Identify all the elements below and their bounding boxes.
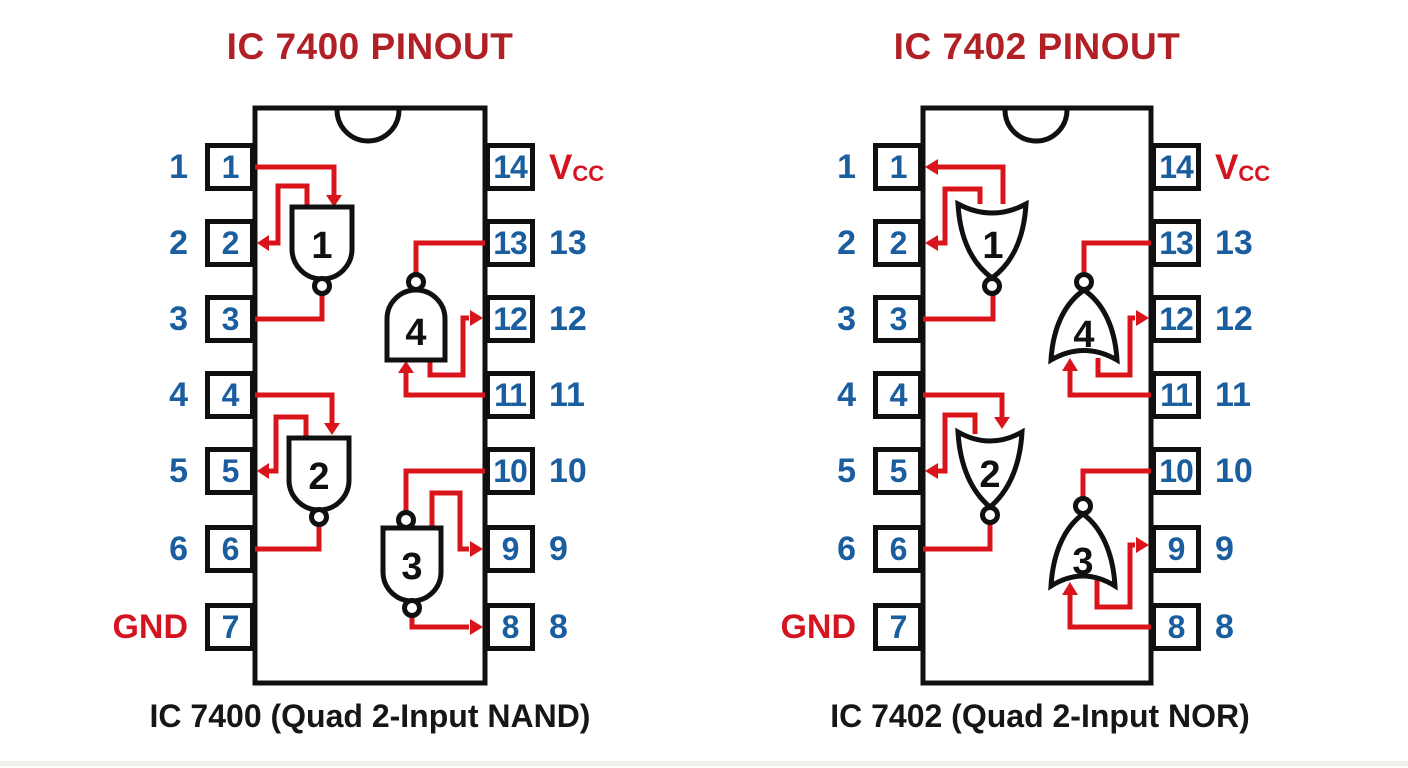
p7402-pin11-label: 11 xyxy=(1215,376,1251,414)
p7400-pin11-box: 11 xyxy=(485,371,535,419)
p7402-pin3-label: 3 xyxy=(837,300,856,338)
p7402-pin5-box: 5 xyxy=(873,447,923,495)
gate-number: 3 xyxy=(401,546,422,588)
p7400-pin4-box: 4 xyxy=(205,371,255,419)
p7400-pin2-box: 2 xyxy=(205,219,255,267)
vcc-main: V xyxy=(1215,147,1239,187)
bottom-artifact-line xyxy=(0,761,1408,766)
p7400-pin13-box: 13 xyxy=(485,219,535,267)
p7402-pin6-box: 6 xyxy=(873,525,923,573)
p7400-pin1-box: 1 xyxy=(205,143,255,191)
p7400-pin3-label: 3 xyxy=(169,300,188,338)
p7402-pin10-label: 10 xyxy=(1215,452,1253,490)
gate-number: 2 xyxy=(308,456,329,498)
p7402-pin13-label: 13 xyxy=(1215,224,1253,262)
p7400-pin9-box: 9 xyxy=(485,525,535,573)
p7402-pin6-label: 6 xyxy=(837,530,856,568)
ic-7400-title: IC 7400 PINOUT xyxy=(226,26,514,67)
p7400-pin5-box: 5 xyxy=(205,447,255,495)
p7402-pin2-box: 2 xyxy=(873,219,923,267)
gate-number: 1 xyxy=(311,225,332,267)
p7400-pin11-label: 11 xyxy=(549,376,585,414)
p7400-pin7-box: 7 xyxy=(205,603,255,651)
p7400-pin8-label: 8 xyxy=(549,608,568,646)
p7402-pin4-box: 4 xyxy=(873,371,923,419)
p7400-pin6-label: 6 xyxy=(169,530,188,568)
p7400-pin2-label: 2 xyxy=(169,224,188,262)
p7402-pin8-label: 8 xyxy=(1215,608,1234,646)
nor-gate-1: 1 xyxy=(955,199,1029,296)
nand-gate-3: 3 xyxy=(380,510,444,618)
p7400-pin6-box: 6 xyxy=(205,525,255,573)
p7400-pin13-label: 13 xyxy=(549,224,587,262)
p7402-pin14-box: 14 xyxy=(1151,143,1201,191)
p7402-pin12-label: 12 xyxy=(1215,300,1253,338)
nor-gate-2: 2 xyxy=(955,427,1025,525)
p7402-gnd-label: GND xyxy=(780,608,856,646)
gate-number: 3 xyxy=(1072,541,1093,583)
notch-icon xyxy=(1002,109,1070,144)
ic-7400-wires xyxy=(255,164,485,635)
p7402-pin4-label: 4 xyxy=(837,376,856,414)
nand-gate-1: 1 xyxy=(289,204,355,296)
gate-number: 4 xyxy=(1073,314,1094,356)
p7402-pin7-box: 7 xyxy=(873,603,923,651)
gate-number: 1 xyxy=(982,225,1003,267)
p7402-pin1-label: 1 xyxy=(837,148,856,186)
ic-7400-caption: IC 7400 (Quad 2-Input NAND) xyxy=(149,698,591,734)
p7400-pin4-label: 4 xyxy=(169,376,188,414)
p7400-pin10-label: 10 xyxy=(549,452,587,490)
p7400-pin8-box: 8 xyxy=(485,603,535,651)
p7400-pin10-box: 10 xyxy=(485,447,535,495)
p7402-pin1-box: 1 xyxy=(873,143,923,191)
vcc-main: V xyxy=(549,147,573,187)
p7402-pin10-box: 10 xyxy=(1151,447,1201,495)
ic-7402-wires xyxy=(923,159,1151,630)
p7400-pin9-label: 9 xyxy=(549,530,568,568)
notch-icon xyxy=(334,109,402,144)
p7400-pin5-label: 5 xyxy=(169,452,188,490)
p7402-pin2-label: 2 xyxy=(837,224,856,262)
p7400-pin3-box: 3 xyxy=(205,295,255,343)
vcc-sub: CC xyxy=(572,161,605,186)
p7402-pin11-box: 11 xyxy=(1151,371,1201,419)
p7402-pin8-box: 8 xyxy=(1151,603,1201,651)
ic-7402-caption: IC 7402 (Quad 2-Input NOR) xyxy=(830,698,1250,734)
nand-gate-2: 2 xyxy=(286,435,352,527)
vcc-sub: CC xyxy=(1238,161,1271,186)
p7400-gnd-label: GND xyxy=(112,608,188,646)
p7402-pin12-box: 12 xyxy=(1151,295,1201,343)
p7402-pin5-label: 5 xyxy=(837,452,856,490)
p7402-pin9-box: 9 xyxy=(1151,525,1201,573)
gate-number: 2 xyxy=(979,454,1000,496)
nand-gate-4: 4 xyxy=(384,272,448,363)
p7400-pin12-box: 12 xyxy=(485,295,535,343)
p7400-pin1-label: 1 xyxy=(169,148,188,186)
nor-gate-4: 4 xyxy=(1048,272,1120,365)
p7402-pin13-box: 13 xyxy=(1151,219,1201,267)
p7400-pin14-box: 14 xyxy=(485,143,535,191)
nor-gate-3: 3 xyxy=(1048,496,1118,591)
p7402-pin9-label: 9 xyxy=(1215,530,1234,568)
ic-7402-title: IC 7402 PINOUT xyxy=(893,26,1181,67)
gate-number: 4 xyxy=(405,312,426,354)
p7400-pin12-label: 12 xyxy=(549,300,587,338)
p7402-pin3-box: 3 xyxy=(873,295,923,343)
